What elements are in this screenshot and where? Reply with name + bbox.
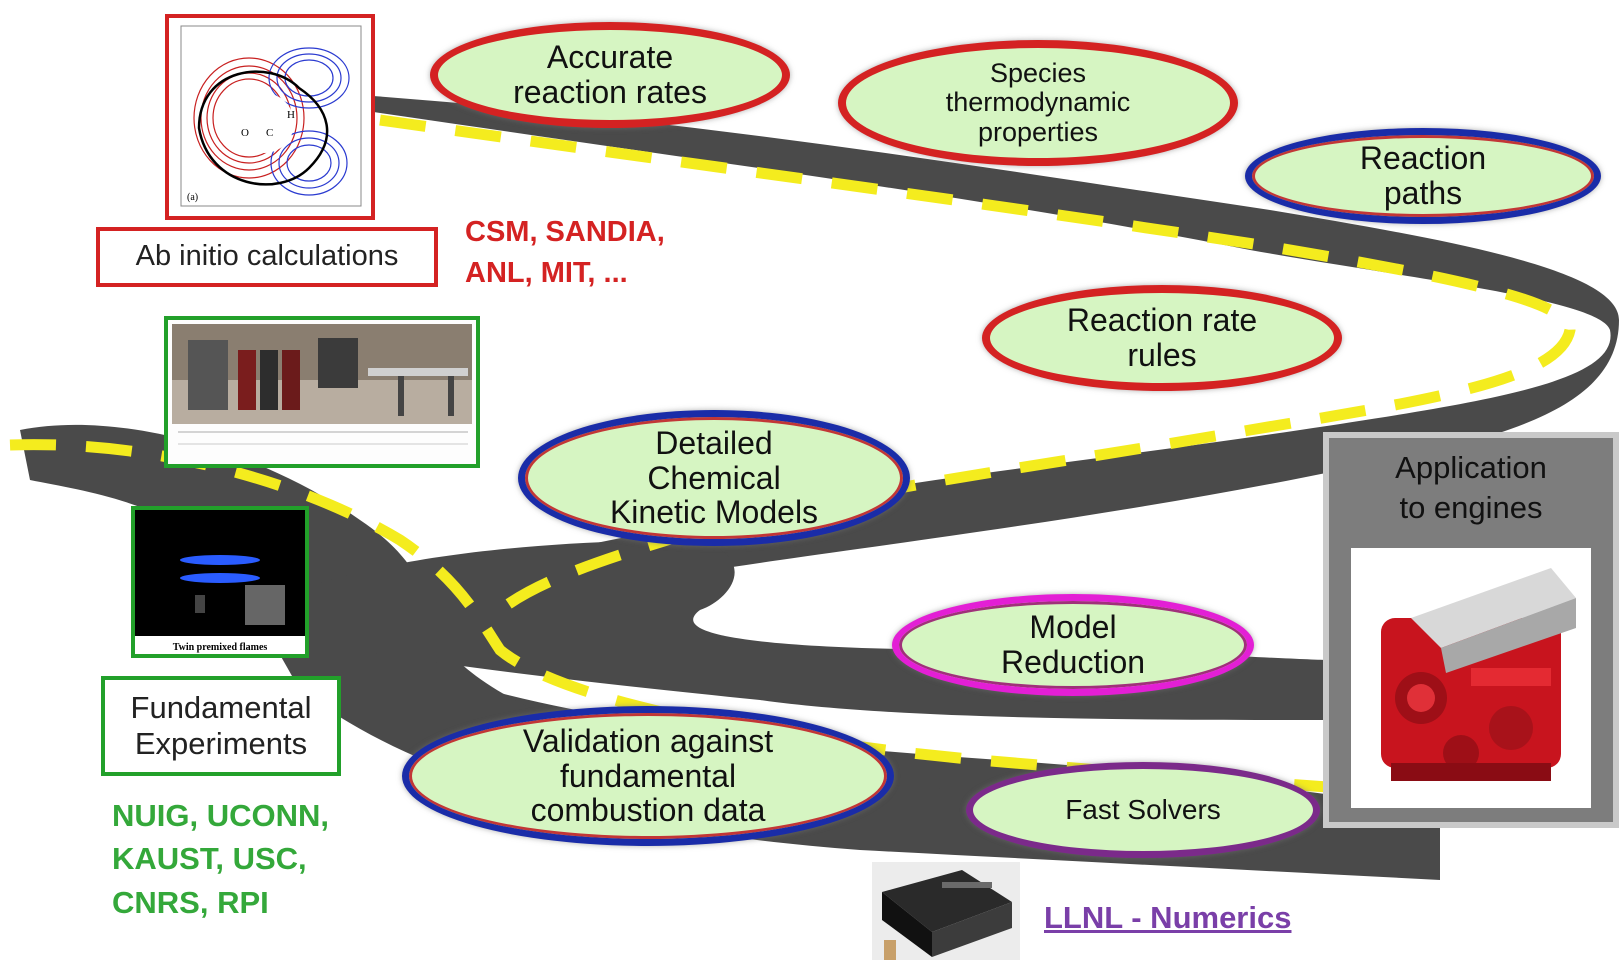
application-panel: Application to engines [1323,432,1619,828]
panel-label: (a) [187,192,198,203]
oval-species-thermodynamic-properties: Species thermodynamic properties [838,40,1238,166]
llnl-numerics-link[interactable]: LLNL - Numerics [1044,900,1292,935]
oval-accurate-reaction-rates: Accurate reaction rates [430,22,790,128]
ab-initio-institutions: CSM, SANDIA, ANL, MIT, ... [465,216,665,289]
orbital-contour-image: O C H (a) [180,25,362,207]
lab-image-frame [164,316,480,468]
oval-validation-against-fundamental-data: Validation against fundamental combustio… [402,706,894,846]
ab-initio-label: Ab initio calculations [96,227,438,287]
engine-image [1381,568,1576,781]
fundamental-experiments-label: Fundamental Experiments [101,676,341,776]
engine-image-frame [1351,548,1591,808]
oval-model-reduction: Model Reduction [892,594,1254,696]
lab-apparatus-image [168,320,476,464]
road-upper [360,95,1619,640]
gpu-image-frame [872,862,1020,960]
flame-image-frame: Twin premixed flames [131,506,309,658]
ab-initio-image-frame: O C H (a) [165,14,375,220]
experiments-institutions: NUIG, UCONN, KAUST, USC, CNRS, RPI [112,798,329,920]
oval-fast-solvers: Fast Solvers [966,762,1320,858]
flame-image: Twin premixed flames [135,510,305,654]
atom-c-label: C [266,127,273,139]
flame-caption: Twin premixed flames [173,642,268,653]
oval-reaction-rate-rules: Reaction rate rules [982,285,1342,391]
road-main [20,424,1440,880]
atom-h-label: H [287,109,295,121]
oval-detailed-chemical-kinetic-models: Detailed Chemical Kinetic Models [518,410,910,546]
atom-o-label: O [241,127,249,139]
application-title: Application to engines [1395,450,1547,526]
oval-reaction-paths: Reaction paths [1245,128,1601,224]
gpu-card-image [872,862,1020,960]
